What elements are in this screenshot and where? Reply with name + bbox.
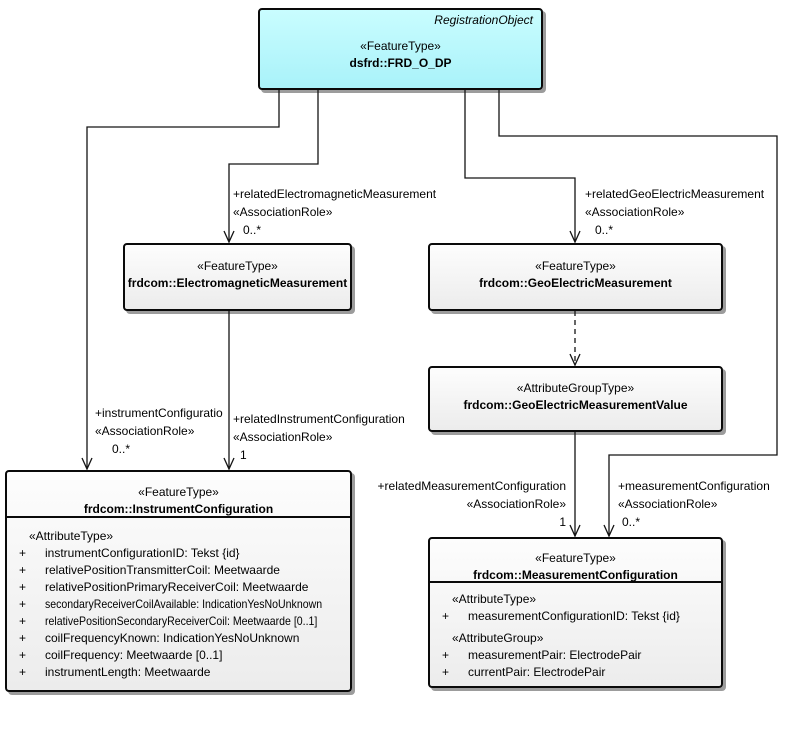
open-arrowhead-icon (569, 524, 581, 538)
classifier-tag: RegistrationObject (434, 13, 533, 27)
attribute-row: + relativePositionSecondaryReceiverCoil:… (19, 614, 318, 628)
attribute-section-header: «AttributeType» (29, 529, 114, 543)
attribute-row: + coilFrequencyKnown: IndicationYesNoUnk… (19, 631, 300, 645)
stereotype-label: «FeatureType» (138, 485, 219, 499)
class-name: dsfrd::FRD_O_DP (349, 56, 452, 70)
class-name: frdcom::ElectromagneticMeasurement (127, 276, 348, 290)
attribute-row: + relativePositionTransmitterCoil: Meetw… (19, 563, 280, 577)
open-arrowhead-icon (603, 524, 615, 538)
class-name: frdcom::InstrumentConfiguration (83, 502, 274, 516)
class-name: frdcom::GeoElectricMeasurementValue (463, 398, 688, 412)
attribute-row: + secondaryReceiverCoilAvailable: Indica… (19, 597, 323, 611)
association-label-related-electromagnetic-measurement: +relatedElectromagneticMeasurement «Asso… (233, 187, 437, 237)
attribute-row: + relativePositionPrimaryReceiverCoil: M… (19, 580, 309, 594)
attribute-row: + coilFrequency: Meetwaarde [0..1] (19, 648, 223, 662)
attribute-section-header: «AttributeType» (452, 592, 537, 606)
stereotype-label: «AttributeGroupType» (516, 381, 635, 395)
attribute-section-header: «AttributeGroup» (452, 631, 544, 645)
association-frd-to-geo-electric-measurement (464, 90, 576, 241)
attribute-row: + measurementPair: ElectrodePair (442, 648, 642, 662)
multiplicity-label: 1 (559, 515, 566, 529)
association-label-instrument-configuration: +instrumentConfiguratio «AssociationRole… (95, 406, 223, 456)
class-box-instrument-configuration[interactable]: «FeatureType» frdcom::InstrumentConfigur… (5, 470, 352, 692)
association-label-measurement-configuration: +measurementConfiguration «AssociationRo… (618, 479, 770, 529)
attribute-row: + instrumentConfigurationID: Tekst {id} (19, 546, 240, 560)
association-frd-to-measurement-configuration (498, 90, 778, 535)
multiplicity-label: 0..* (595, 223, 614, 237)
open-arrowhead-icon (569, 353, 581, 367)
attribute-compartment: «AttributeType» + instrumentConfiguratio… (7, 518, 350, 681)
association-label-related-instrument-configuration: +relatedInstrumentConfiguration «Associa… (233, 412, 405, 462)
class-box-geo-electric-measurement[interactable]: «FeatureType» frdcom::GeoElectricMeasure… (428, 243, 723, 311)
attribute-row: + measurementConfigurationID: Tekst {id} (442, 609, 680, 623)
class-box-geo-electric-measurement-value[interactable]: «AttributeGroupType» frdcom::GeoElectric… (428, 366, 723, 432)
multiplicity-label: 0..* (243, 223, 262, 237)
multiplicity-label: 0..* (622, 515, 641, 529)
stereotype-label: «FeatureType» (360, 39, 441, 53)
stereotype-label: «FeatureType» (535, 259, 616, 273)
stereotype-label: «FeatureType» (535, 551, 616, 565)
multiplicity-label: 0..* (112, 442, 131, 456)
stereotype-label: «FeatureType» (197, 259, 278, 273)
open-arrowhead-icon (569, 230, 581, 244)
open-arrowhead-icon (81, 457, 93, 471)
association-label-related-measurement-configuration: +relatedMeasurementConfiguration «Associ… (350, 477, 566, 531)
multiplicity-label: 1 (240, 448, 247, 462)
attribute-row: + instrumentLength: Meetwaarde (19, 665, 211, 679)
class-box-measurement-configuration[interactable]: «FeatureType» frdcom::MeasurementConfigu… (428, 537, 723, 688)
class-box-electromagnetic-measurement[interactable]: «FeatureType» frdcom::ElectromagneticMea… (123, 243, 352, 311)
attribute-row: + currentPair: ElectrodePair (442, 665, 606, 679)
class-box-frd-o-dp[interactable]: RegistrationObject «FeatureType» dsfrd::… (258, 8, 543, 90)
attribute-compartment: «AttributeType» + measurementConfigurati… (430, 583, 721, 681)
class-name: frdcom::MeasurementConfiguration (473, 568, 678, 582)
association-label-related-geo-electric-measurement: +relatedGeoElectricMeasurement «Associat… (585, 187, 765, 237)
class-name: frdcom::GeoElectricMeasurement (479, 276, 672, 290)
